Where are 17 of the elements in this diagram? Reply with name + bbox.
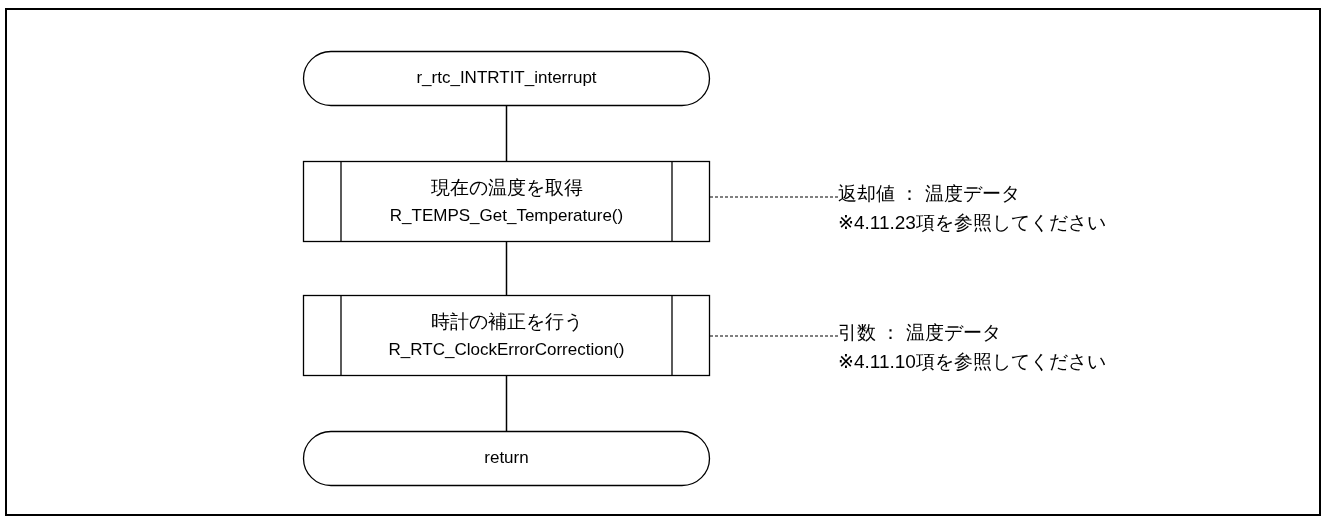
function-name: R_RTC_ClockErrorCorrection() [388, 338, 625, 361]
note-heading: 引数 ： 温度データ [838, 321, 1001, 345]
note-heading: 返却値 ： 温度データ [838, 182, 1020, 206]
step-title: 時計の補正を行う [430, 310, 583, 335]
reference-note: ※4.11.10項を参照してください [838, 349, 1106, 374]
leader-line [709, 335, 839, 337]
leader-line [709, 196, 839, 198]
function-name: r_rtc_INTRTIT_interrupt [416, 67, 597, 90]
flow-line [505, 241, 508, 296]
subroutine-box [303, 161, 710, 242]
step-title: 現在の温度を取得 [430, 176, 583, 201]
subroutine-box [303, 295, 710, 376]
flow-line [505, 375, 508, 432]
function-name: R_TEMPS_Get_Temperature() [389, 204, 624, 227]
reference-note: ※4.11.23項を参照してください [838, 210, 1106, 235]
function-name: return [484, 447, 529, 470]
flow-line [505, 105, 508, 162]
